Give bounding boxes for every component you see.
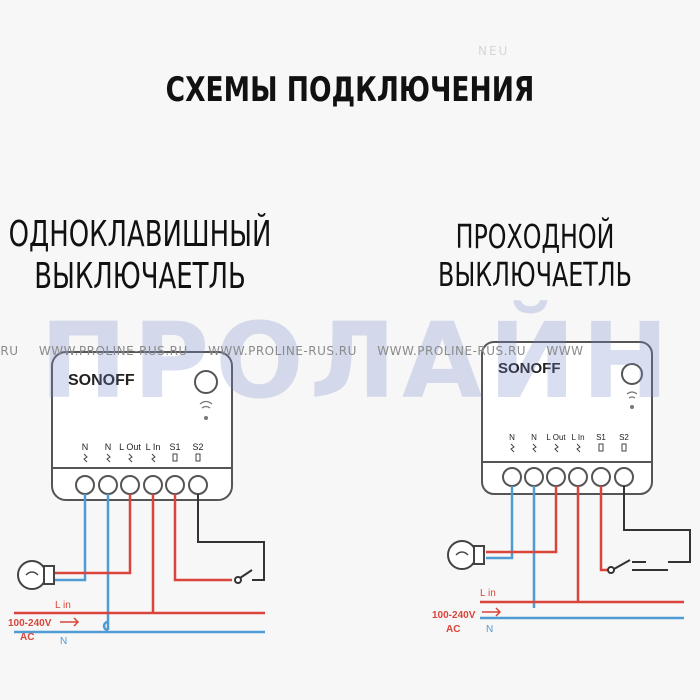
terminal-label: S2 <box>192 442 203 452</box>
lamp-icon <box>447 540 485 570</box>
terminal-label: N <box>105 442 112 452</box>
switch-wire <box>197 494 265 581</box>
pairing-button <box>194 370 218 394</box>
mains-voltage-label: 100-240V <box>8 618 52 629</box>
watermark-url: WWW.PROLINE-RUS.RU <box>38 344 188 358</box>
sonoff-device-body <box>481 341 653 495</box>
wire-crossover <box>102 620 109 632</box>
terminal-label: S1 <box>596 433 606 442</box>
single-switch-diagram: SONOFF N N L Out L In S1 S2 <box>8 351 265 647</box>
terminal-screws <box>502 467 634 487</box>
terminal-labels: N N L Out L In S1 S2 <box>82 442 204 452</box>
terminal-label: N <box>531 433 537 442</box>
watermark-url-strip: S.RU WWW.PROLINE-RUS.RU WWW.PROLINE-RUS.… <box>0 344 700 358</box>
terminal-label: L Out <box>119 442 141 452</box>
watermark-logo: ПРОЛАЙН <box>40 300 675 422</box>
device-brand: SONOFF <box>498 360 561 377</box>
watermark-url: WWW.PROLINE-RUS.RU <box>208 344 357 358</box>
passthrough-switch-diagram: SONOFF N N L Out L In S1 S2 <box>432 341 691 635</box>
current-arrow-icon <box>482 607 502 617</box>
mains-ac-label: AC <box>446 624 460 635</box>
passthrough-switch-icon <box>607 559 646 574</box>
sonoff-device-body <box>51 351 233 501</box>
terminal-labels: N N L Out L In S1 S2 <box>509 433 629 442</box>
left-heading-line1: ОДНОКЛАВИШНЫЙ <box>8 214 272 255</box>
switch-wires <box>623 486 691 571</box>
wifi-icon <box>199 400 213 409</box>
right-diagram-heading: ПРОХОДНОЙ ВЫКЛЮЧАЕТЛЬ <box>405 218 664 294</box>
current-arrow-icon <box>60 617 80 627</box>
brand-mark: NEU <box>478 44 510 58</box>
right-heading-line2: ВЫКЛЮЧАЕТЛЬ <box>438 255 632 294</box>
page-title: СХЕМЫ ПОДКЛЮЧЕНИЯ <box>165 70 535 110</box>
mains-line-label: L in <box>480 588 496 599</box>
terminal-label: L Out <box>546 433 566 442</box>
left-diagram-heading: ОДНОКЛАВИШНЫЙ ВЫКЛЮЧАЕТЛЬ <box>0 214 298 298</box>
right-heading-line1: ПРОХОДНОЙ <box>455 217 615 256</box>
pairing-button <box>621 363 643 385</box>
switch-icon <box>234 569 253 584</box>
left-heading-line2: ВЫКЛЮЧАЕТЛЬ <box>34 256 246 297</box>
terminal-symbols <box>510 443 627 453</box>
device-brand: SONOFF <box>68 372 135 389</box>
status-led <box>630 405 634 409</box>
mains-ac-label: AC <box>20 632 34 643</box>
live-wires <box>54 494 232 613</box>
lamp-icon <box>17 560 55 590</box>
mains-voltage-label: 100-240V <box>432 610 476 621</box>
watermark-url: WWW.PROLINE-RUS.RU <box>377 344 527 358</box>
terminal-label: S2 <box>619 433 629 442</box>
terminal-label: S1 <box>169 442 180 452</box>
neutral-wires <box>486 486 536 608</box>
terminal-label: L In <box>146 442 161 452</box>
terminal-label: N <box>82 442 89 452</box>
watermark-url: WWW <box>546 344 584 358</box>
terminal-label: L In <box>571 433 584 442</box>
wifi-icon <box>626 391 638 399</box>
terminal-symbols <box>83 453 201 463</box>
status-led <box>204 416 208 420</box>
mains-neutral-label: N <box>486 624 493 635</box>
watermark-url: S.RU <box>0 344 19 358</box>
terminal-label: N <box>509 433 515 442</box>
neutral-wires <box>54 494 110 630</box>
live-wires <box>486 486 608 602</box>
mains-line-label: L in <box>55 600 71 611</box>
mains-neutral-label: N <box>60 636 67 647</box>
